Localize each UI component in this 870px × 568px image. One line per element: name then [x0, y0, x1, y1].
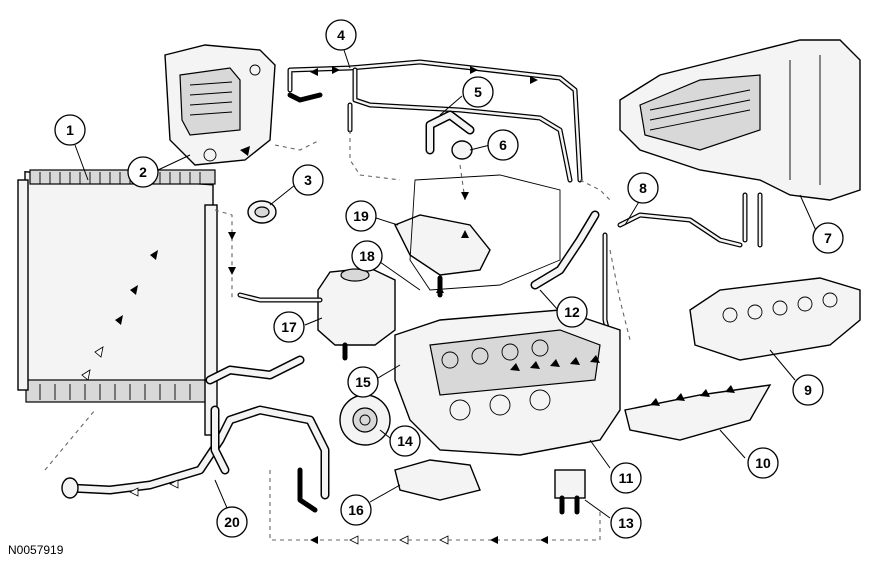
block-flow-arrows [510, 355, 600, 371]
callout-20: 20 [216, 506, 248, 538]
figure-reference-number: N0057919 [8, 543, 64, 557]
callout-4: 4 [325, 19, 357, 51]
callout-1: 1 [54, 114, 86, 146]
svg-text:9: 9 [804, 382, 812, 398]
callout-17: 17 [273, 311, 305, 343]
heater-core-housing [619, 39, 861, 248]
svg-text:1: 1 [66, 122, 74, 138]
radiator-flow-arrows [81, 250, 158, 381]
svg-text:17: 17 [281, 319, 297, 335]
svg-text:8: 8 [639, 180, 647, 196]
callout-2: 2 [127, 156, 159, 188]
heater-hose-connector [425, 110, 475, 160]
water-pump [339, 394, 391, 446]
thermostat-housing [247, 200, 277, 224]
callout-5: 5 [462, 76, 494, 108]
svg-text:16: 16 [348, 502, 364, 518]
callout-8: 8 [627, 172, 659, 204]
svg-text:3: 3 [304, 172, 312, 188]
callout-12: 12 [556, 296, 588, 328]
svg-text:13: 13 [618, 515, 634, 531]
lower-radiator-hose [61, 355, 330, 513]
svg-text:10: 10 [755, 455, 771, 471]
svg-text:4: 4 [337, 27, 345, 43]
callout-7: 7 [812, 222, 844, 254]
callout-18: 18 [351, 240, 383, 272]
svg-text:7: 7 [824, 230, 832, 246]
cylinder-head-right [689, 277, 861, 361]
coolant-crossover [394, 174, 600, 298]
svg-text:11: 11 [619, 470, 634, 486]
callout-3: 3 [292, 164, 324, 196]
svg-text:6: 6 [499, 137, 507, 153]
callout-15: 15 [347, 366, 379, 398]
svg-text:14: 14 [397, 433, 413, 449]
svg-text:19: 19 [353, 208, 369, 224]
callout-11: 11 [610, 462, 642, 494]
callout-19: 19 [345, 200, 377, 232]
leader-lines [74, 49, 819, 519]
callout-6: 6 [487, 129, 519, 161]
bottom-flow-arrows [129, 192, 548, 545]
cylinder-head-gasket [624, 384, 772, 441]
callout-9: 9 [792, 374, 824, 406]
callout-13: 13 [610, 507, 642, 539]
radiator [17, 169, 218, 436]
svg-text:2: 2 [139, 164, 147, 180]
heater-hoses-upper [287, 59, 583, 183]
coolant-heater-bracket [164, 44, 276, 166]
callout-16: 16 [340, 494, 372, 526]
oil-cooler [554, 469, 586, 515]
svg-text:12: 12 [564, 304, 580, 320]
svg-text:5: 5 [474, 84, 482, 100]
callout-10: 10 [747, 447, 779, 479]
coolant-outlet-housing [394, 459, 481, 501]
svg-text:18: 18 [359, 248, 375, 264]
svg-text:15: 15 [355, 374, 371, 390]
callout-14: 14 [389, 425, 421, 457]
engine-block [394, 309, 621, 456]
svg-text:20: 20 [224, 514, 240, 530]
degas-bottle [237, 267, 396, 361]
gasket-flow-arrows [650, 385, 735, 406]
